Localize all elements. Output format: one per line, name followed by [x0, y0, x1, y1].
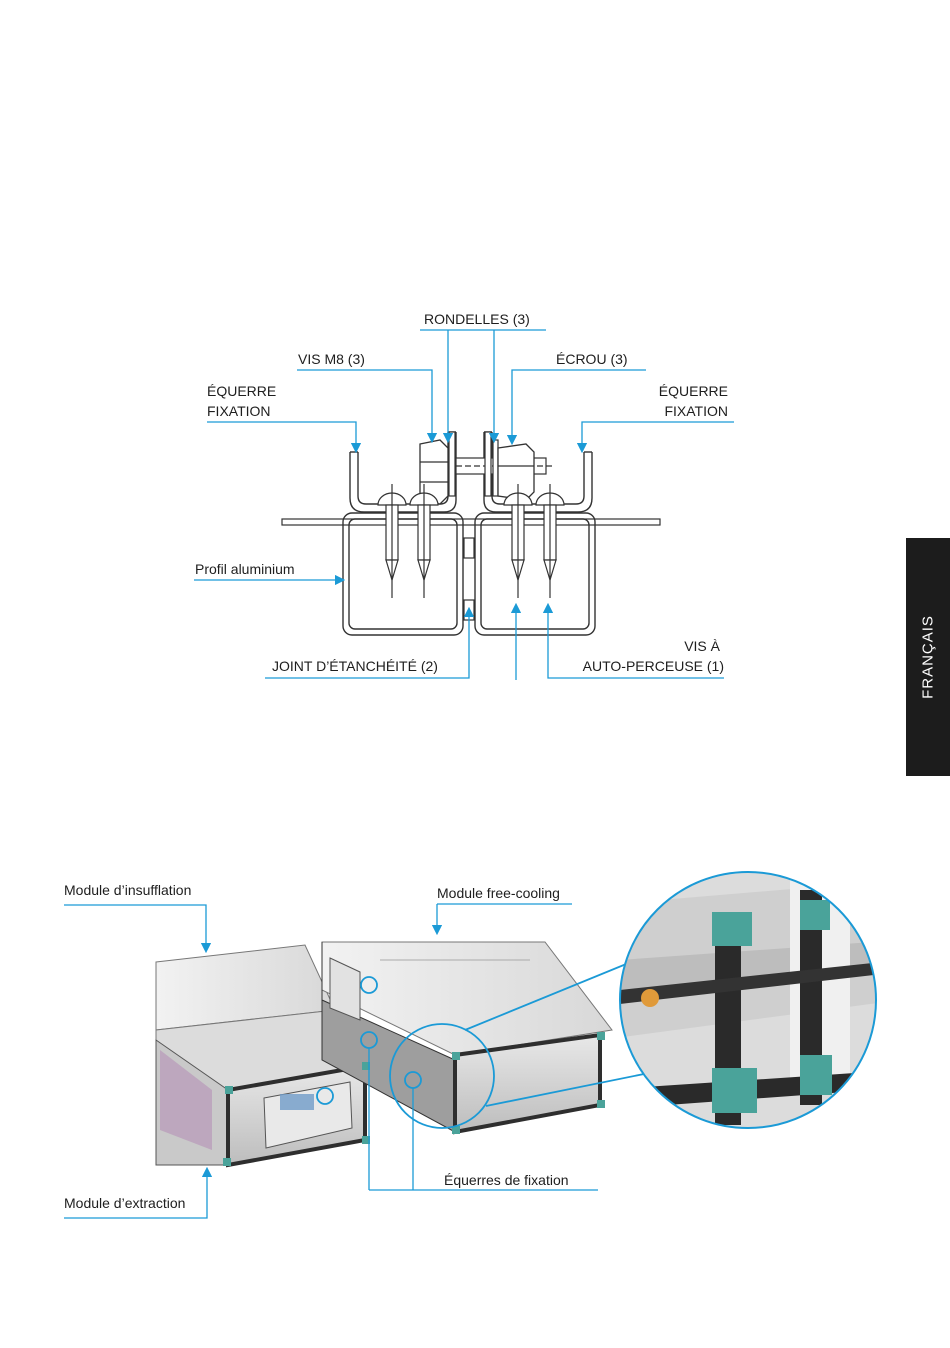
label-module-free-cooling: Module free-cooling — [437, 883, 560, 903]
label-module-insufflation: Module d’insufflation — [64, 880, 191, 900]
label-equerres-fixation: Équerres de fixation — [444, 1170, 569, 1190]
label-module-extraction: Module d’extraction — [64, 1193, 185, 1213]
zoom-detail-view — [600, 860, 900, 1140]
